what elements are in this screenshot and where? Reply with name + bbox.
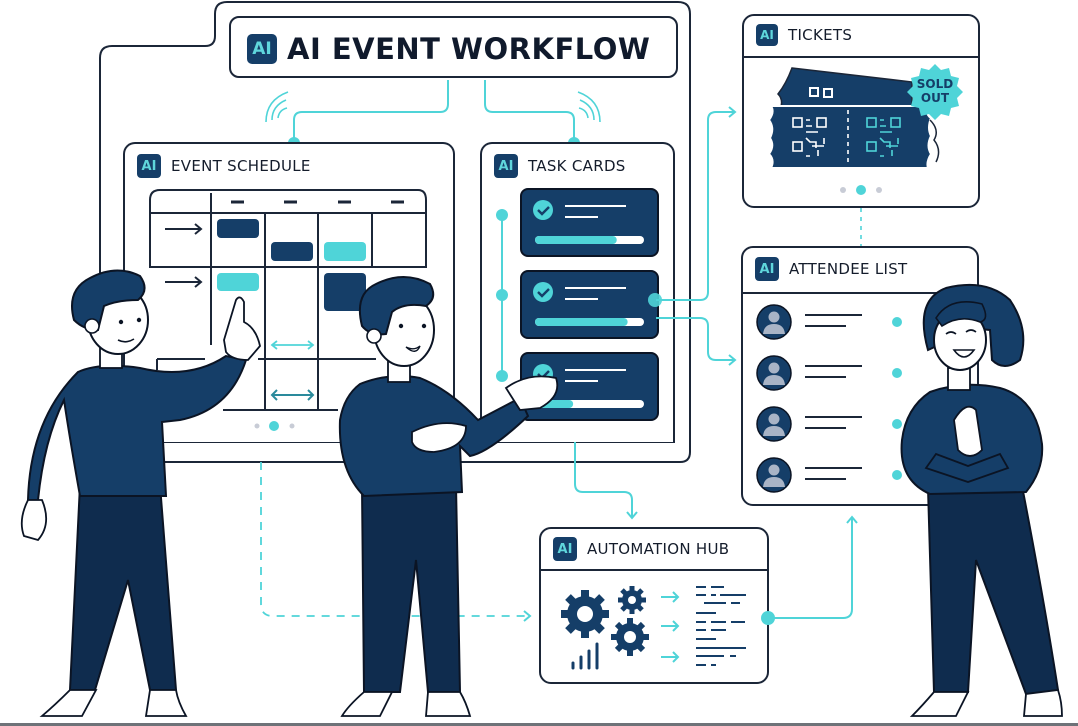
event-block [217, 273, 259, 291]
attendee-row[interactable] [756, 304, 902, 340]
tickets-pager [840, 185, 882, 195]
status-dot [892, 470, 902, 480]
attendee-list-title: ATTENDEE LIST [789, 260, 908, 278]
ai-badge: AI [494, 154, 518, 178]
ground-line [0, 723, 1078, 726]
ai-badge: AI [553, 537, 577, 561]
arrow-right-icon [661, 591, 680, 663]
connector-node [761, 611, 775, 625]
event-block [271, 242, 313, 261]
gear-icon [611, 618, 649, 656]
tickets-title: TICKETS [788, 26, 853, 44]
timeline-node [496, 209, 508, 221]
page-title: AI EVENT WORKFLOW [287, 32, 651, 66]
signal-waves-icon [577, 91, 601, 123]
attendee-row[interactable] [756, 406, 902, 442]
task-cards-title: TASK CARDS [528, 157, 626, 175]
check-icon [533, 282, 553, 302]
event-block [217, 219, 259, 238]
event-schedule-title: EVENT SCHEDULE [171, 157, 311, 175]
double-arrow-icon [270, 340, 315, 350]
attendee-row[interactable] [756, 355, 902, 391]
status-dot [892, 419, 902, 429]
qr-code-icon [866, 117, 901, 157]
ai-badge: AI [247, 34, 277, 64]
title-bar: AI AI EVENT WORKFLOW [229, 16, 678, 78]
arrow-right-icon [165, 223, 203, 235]
timeline-node [496, 370, 508, 382]
ai-badge: AI [756, 24, 778, 46]
gear-icon [561, 590, 609, 638]
schedule-pager [254, 421, 295, 431]
task-card[interactable] [520, 270, 659, 339]
ai-badge: AI [137, 154, 161, 178]
arrow-right-icon [165, 276, 203, 288]
progress-fill [535, 236, 617, 244]
sold-out-stamp: SOLD OUT [907, 64, 963, 120]
qr-code-icon [792, 117, 827, 157]
timeline-node [496, 289, 508, 301]
bar-chart-icon [571, 642, 599, 670]
ai-badge: AI [755, 257, 779, 281]
status-dot [892, 368, 902, 378]
check-icon [533, 200, 553, 220]
stamp-line2: OUT [921, 91, 950, 105]
signal-waves-icon [265, 91, 289, 123]
gear-icon [618, 586, 646, 614]
attendee-row[interactable] [756, 457, 902, 493]
stamp-line1: SOLD [917, 77, 953, 91]
double-arrow-icon [270, 389, 315, 401]
task-card[interactable] [520, 188, 659, 257]
log-lines [696, 586, 746, 666]
connector-node [648, 293, 662, 307]
automation-hub-title: AUTOMATION HUB [587, 540, 730, 558]
event-block [324, 273, 366, 311]
progress-fill [535, 318, 628, 326]
status-dot [892, 317, 902, 327]
qr-code-icon [809, 87, 833, 98]
event-block [324, 242, 366, 261]
